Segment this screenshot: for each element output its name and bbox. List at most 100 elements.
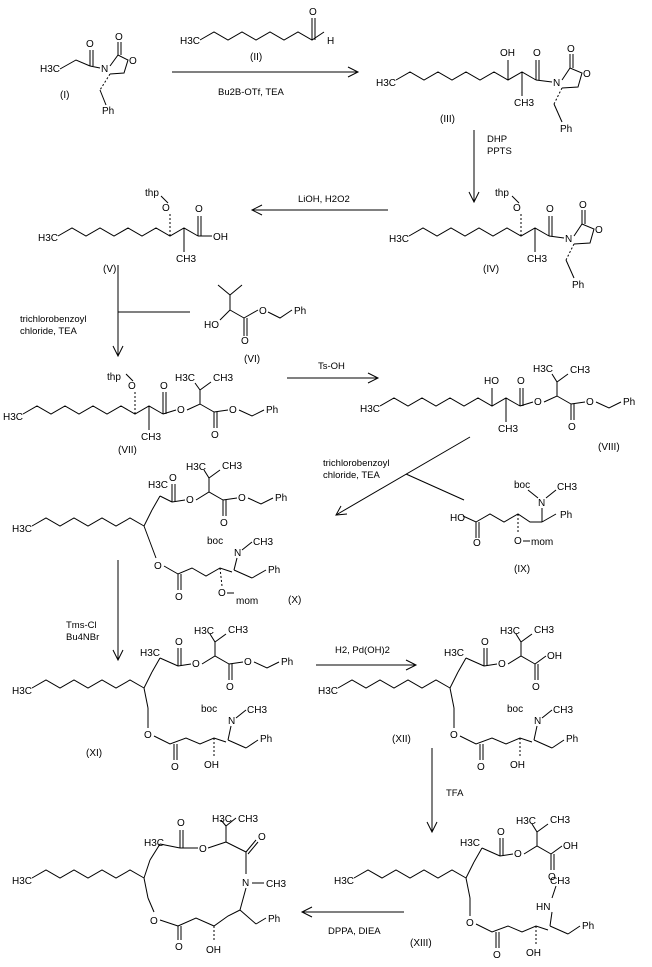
atom-label: O <box>175 942 183 953</box>
atom-label: OH <box>204 760 219 771</box>
atom-label: N <box>565 234 572 245</box>
compound-II: H3C O H (II) <box>180 7 334 63</box>
compound-V: H3C O thp CH3 O OH (V) <box>38 188 228 275</box>
compound-VIII: H3C HO CH3 O O H3C CH3 O O Ph (VIII) <box>360 364 635 453</box>
atom-label: N <box>234 548 241 559</box>
atom-label: HO <box>450 513 465 524</box>
atom-label: O <box>567 44 575 55</box>
atom-label: O <box>534 397 542 408</box>
compound-label-VI: (VI) <box>244 354 260 365</box>
reagent-label: Bu4NBr <box>66 632 99 643</box>
atom-label: Ph <box>572 280 584 291</box>
atom-label: O <box>473 538 481 549</box>
atom-label: O <box>229 405 237 416</box>
atom-label: mom <box>531 537 553 548</box>
atom-label: O <box>568 422 576 433</box>
atom-label: O <box>586 397 594 408</box>
atom-label: H3C <box>194 626 214 637</box>
atom-label: HO <box>484 376 499 387</box>
compound-IV: H3C O thp CH3 O N O O Ph (IV) <box>389 188 603 291</box>
atom-label: CH3 <box>557 482 577 493</box>
atom-label: CH3 <box>534 625 554 636</box>
atom-label: Ph <box>260 734 272 745</box>
atom-label: Ph <box>268 914 280 925</box>
atom-label: CH3 <box>570 365 590 376</box>
atom-label: O <box>579 200 587 211</box>
atom-label: H3C <box>376 78 396 89</box>
compound-final-macrocycle: H3C H3C O O H3C CH3 O N CH3 Ph O O <box>12 814 286 956</box>
atom-label: H3C <box>12 876 32 887</box>
compound-label-II: (II) <box>250 52 262 63</box>
atom-label: HN <box>536 902 550 913</box>
atom-label: N <box>534 716 541 727</box>
atom-label: O <box>595 225 603 236</box>
compound-X: H3C H3C O O H3C CH3 O O Ph O O O mom b <box>12 461 301 607</box>
atom-label: Ph <box>623 397 635 408</box>
atom-label: OH <box>547 651 562 662</box>
reaction-arrow-5: Ts-OH <box>287 361 380 384</box>
compound-label-I: (I) <box>60 90 69 101</box>
atom-label: O <box>211 430 219 441</box>
atom-label: mom <box>236 596 258 607</box>
atom-label: OH <box>213 232 228 243</box>
atom-label: Ph <box>560 510 572 521</box>
reagent-label: trichlorobenzoyl <box>20 314 87 325</box>
atom-label: OH <box>510 760 525 771</box>
atom-label: H3C <box>186 462 206 473</box>
atom-label: O <box>517 376 525 387</box>
atom-label: O <box>259 306 267 317</box>
reagent-label: chloride, TEA <box>323 470 381 481</box>
atom-label: O <box>169 473 177 484</box>
atom-label: CH3 <box>550 876 570 887</box>
atom-label: CH3 <box>527 254 547 265</box>
atom-label: O <box>533 48 541 59</box>
atom-label: boc <box>207 536 223 547</box>
compound-XIII: H3C H3C O O H3C CH3 O OH O O OH CH3 HN <box>334 815 594 961</box>
atom-label: thp <box>107 372 121 383</box>
atom-label: O <box>532 682 540 693</box>
atom-label: H3C <box>3 412 23 423</box>
atom-label: CH3 <box>247 705 267 716</box>
atom-label: OH <box>526 948 541 959</box>
atom-label: H3C <box>533 364 553 375</box>
atom-label: H3C <box>360 404 380 415</box>
atom-label: O <box>86 39 94 50</box>
atom-label: O <box>583 69 591 80</box>
atom-label: Ph <box>582 921 594 932</box>
atom-label: H3C <box>12 686 32 697</box>
reagent-label: LiOH, H2O2 <box>298 194 350 205</box>
atom-label: H3C <box>212 814 232 825</box>
atom-label: thp <box>145 188 159 199</box>
compound-label-VII: (VII) <box>118 445 137 456</box>
atom-label: O <box>498 659 506 670</box>
atom-label: H3C <box>144 838 164 849</box>
atom-label: O <box>144 730 152 741</box>
atom-label: CH3 <box>553 705 573 716</box>
atom-label: H3C <box>175 373 195 384</box>
reagent-label: TFA <box>446 788 464 799</box>
atom-label: O <box>493 950 501 961</box>
atom-label: O <box>128 381 136 392</box>
atom-label: boc <box>507 704 523 715</box>
atom-label: thp <box>495 188 509 199</box>
atom-label: H3C <box>140 648 160 659</box>
compound-label-VIII: (VIII) <box>598 442 620 453</box>
atom-label: H3C <box>334 876 354 887</box>
atom-label: O <box>546 204 554 215</box>
atom-label: O <box>218 588 226 599</box>
compound-label-XI: (XI) <box>86 748 102 759</box>
atom-label: O <box>199 844 207 855</box>
atom-label: O <box>175 592 183 603</box>
reaction-arrow-7: Tms-Cl Bu4NBr <box>66 560 124 662</box>
atom-label: O <box>226 682 234 693</box>
atom-label: O <box>238 493 246 504</box>
atom-label: O <box>258 832 266 843</box>
atom-label: Ph <box>102 106 114 117</box>
reagent-label: chloride, TEA <box>20 326 78 337</box>
compound-XI: H3C H3C O O H3C CH3 O O Ph O O OH boc N <box>12 625 293 773</box>
atom-label: HO <box>204 320 219 331</box>
atom-label: H3C <box>516 816 536 827</box>
atom-label: CH3 <box>253 537 273 548</box>
atom-label: H3C <box>180 36 200 47</box>
